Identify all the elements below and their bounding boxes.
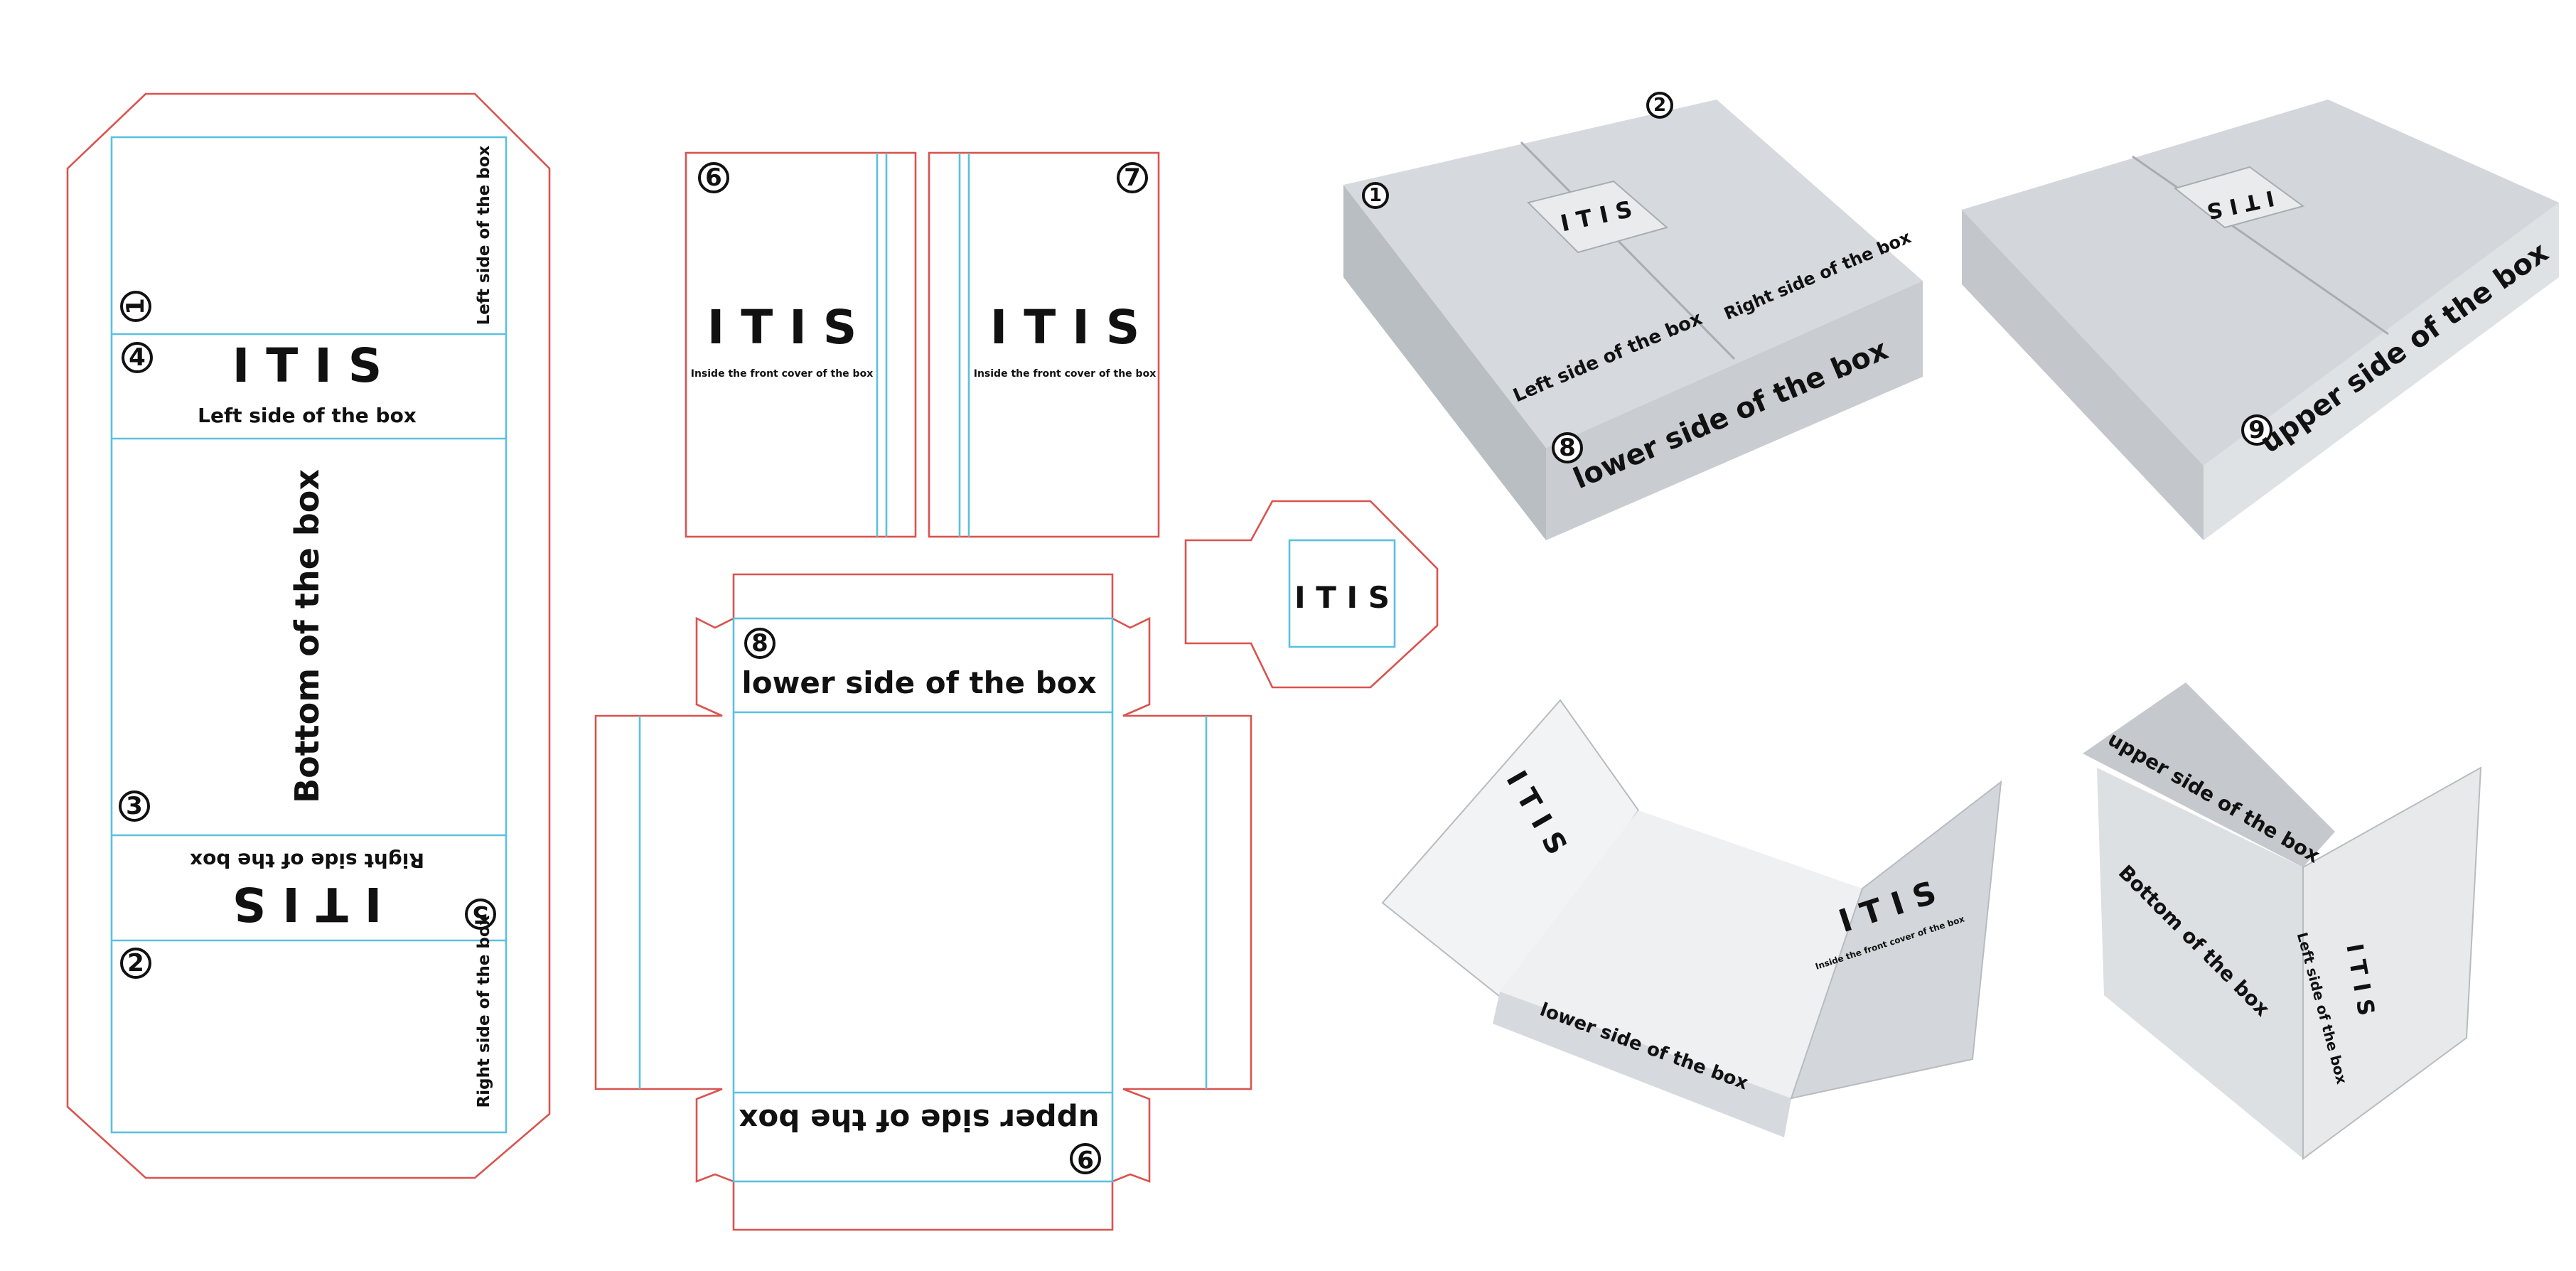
- marker-3-text: 3: [126, 792, 143, 820]
- marker-4-text: 4: [129, 343, 146, 372]
- marker-6-text: 6: [705, 163, 722, 192]
- bottom-of-box-label: Bottom of the box: [288, 469, 326, 803]
- inner-cover-panel-6: 6 I T I S Inside the front cover of the …: [685, 151, 917, 538]
- marker-9-text: 9: [1077, 1144, 1094, 1173]
- photo-marker-8-text: 8: [1559, 434, 1576, 462]
- panel-4-logo: I T I S: [232, 338, 382, 393]
- logo-pad-dieline: I T I S: [1184, 500, 1439, 689]
- marker-3: 3: [119, 790, 150, 822]
- box-side-front: [2204, 203, 2559, 540]
- marker-2: 2: [120, 948, 151, 979]
- panel-7-cut-line: [928, 151, 1160, 538]
- logo-pad-logo: I T I S: [1294, 580, 1390, 615]
- marker-1: 1: [120, 291, 151, 322]
- logo-pad-fold-frame: [1288, 539, 1396, 648]
- tray-base-fold-frame: [732, 617, 1114, 1183]
- photo-marker-1: 1: [1362, 182, 1389, 209]
- panel-7-inside-cover-label: Inside the front cover of the box: [974, 368, 1156, 380]
- tray-dieline: 8 lower side of the box upper side of th…: [594, 573, 1252, 1231]
- tray-front-wall: [1493, 992, 1791, 1137]
- marker-8-text: 8: [751, 629, 768, 658]
- marker-8: 8: [744, 628, 776, 659]
- open-front-cover: [1790, 780, 2002, 1100]
- panel-5-right-side-label: Right side of the box: [190, 849, 424, 872]
- lid-logo-pad: [1527, 180, 1669, 254]
- panel-5-logo: I T I S: [232, 876, 382, 931]
- panel-6-inside-cover-label: Inside the front cover of the box: [691, 368, 873, 380]
- inner-cover-panel-7: 7 I T I S Inside the front cover of the …: [928, 151, 1160, 538]
- photo-marker-1-text: 1: [1369, 185, 1382, 206]
- panel-4-left-side-label: Left side of the box: [198, 404, 417, 427]
- closed-box-back-photo: I T I S 9 upper side of the box: [1962, 100, 2559, 540]
- photo-marker-8: 8: [1552, 432, 1583, 463]
- marker-2-text: 2: [127, 949, 144, 977]
- box-lid-top: [1962, 100, 2559, 466]
- tray-interior: [1500, 810, 1862, 1098]
- panel-7-logo: I T I S: [990, 300, 1140, 355]
- marker-1-text: 1: [122, 298, 150, 315]
- box-lid-top: [1343, 100, 1923, 448]
- lower-side-label: lower side of the box: [741, 665, 1096, 700]
- marker-6: 6: [698, 162, 729, 193]
- box-side-front: [1546, 281, 1923, 540]
- box-left-side-flap: [2302, 766, 2482, 1160]
- panel-2-right-side-label: Right side of the box: [475, 915, 493, 1108]
- open-box-photo: lower side of the box I T I S I T I S In…: [1381, 699, 2002, 1137]
- cover-wrap-dieline: 1 Left side of the box 4 I T I S Left si…: [66, 92, 551, 1179]
- panel-1-left-side-label: Left side of the box: [475, 145, 493, 325]
- cover-wrap-cut-line: [66, 92, 551, 1179]
- box-side-left: [1343, 185, 1546, 540]
- upper-side-label: upper side of the box: [739, 1103, 1099, 1137]
- panel-6-logo: I T I S: [707, 300, 857, 355]
- lid-seam: [2132, 155, 2389, 336]
- marker-4: 4: [122, 342, 153, 373]
- logo-pad-cut-line: [1184, 500, 1439, 689]
- lid-logo-pad: [2173, 166, 2305, 229]
- tray-cut-line: [594, 573, 1252, 1231]
- marker-5: 5: [465, 899, 496, 930]
- panel-6-cut-line: [685, 151, 917, 538]
- marker-7-text: 7: [1124, 163, 1141, 192]
- photo-marker-2: 2: [1646, 92, 1673, 119]
- box-bottom-panel: [2097, 768, 2303, 1159]
- lid-seam: [1520, 141, 1736, 360]
- box-upper-side-strip: [2083, 682, 2335, 867]
- marker-7: 7: [1117, 162, 1148, 193]
- closed-box-front-photo: I T I S 1 2 Left side of the box Right s…: [1343, 92, 1923, 540]
- marker-9: 9: [1070, 1143, 1101, 1174]
- photo-marker-2-text: 2: [1653, 95, 1666, 116]
- marker-5-text: 5: [472, 900, 489, 928]
- photo-marker-9-text: 9: [2248, 416, 2265, 444]
- photo-marker-9: 9: [2241, 414, 2272, 446]
- cover-wrap-fold-frame: [110, 136, 508, 1134]
- box-bottom-photo: upper side of the box Bottom of the box …: [2083, 682, 2482, 1160]
- box-side-left: [1962, 210, 2204, 540]
